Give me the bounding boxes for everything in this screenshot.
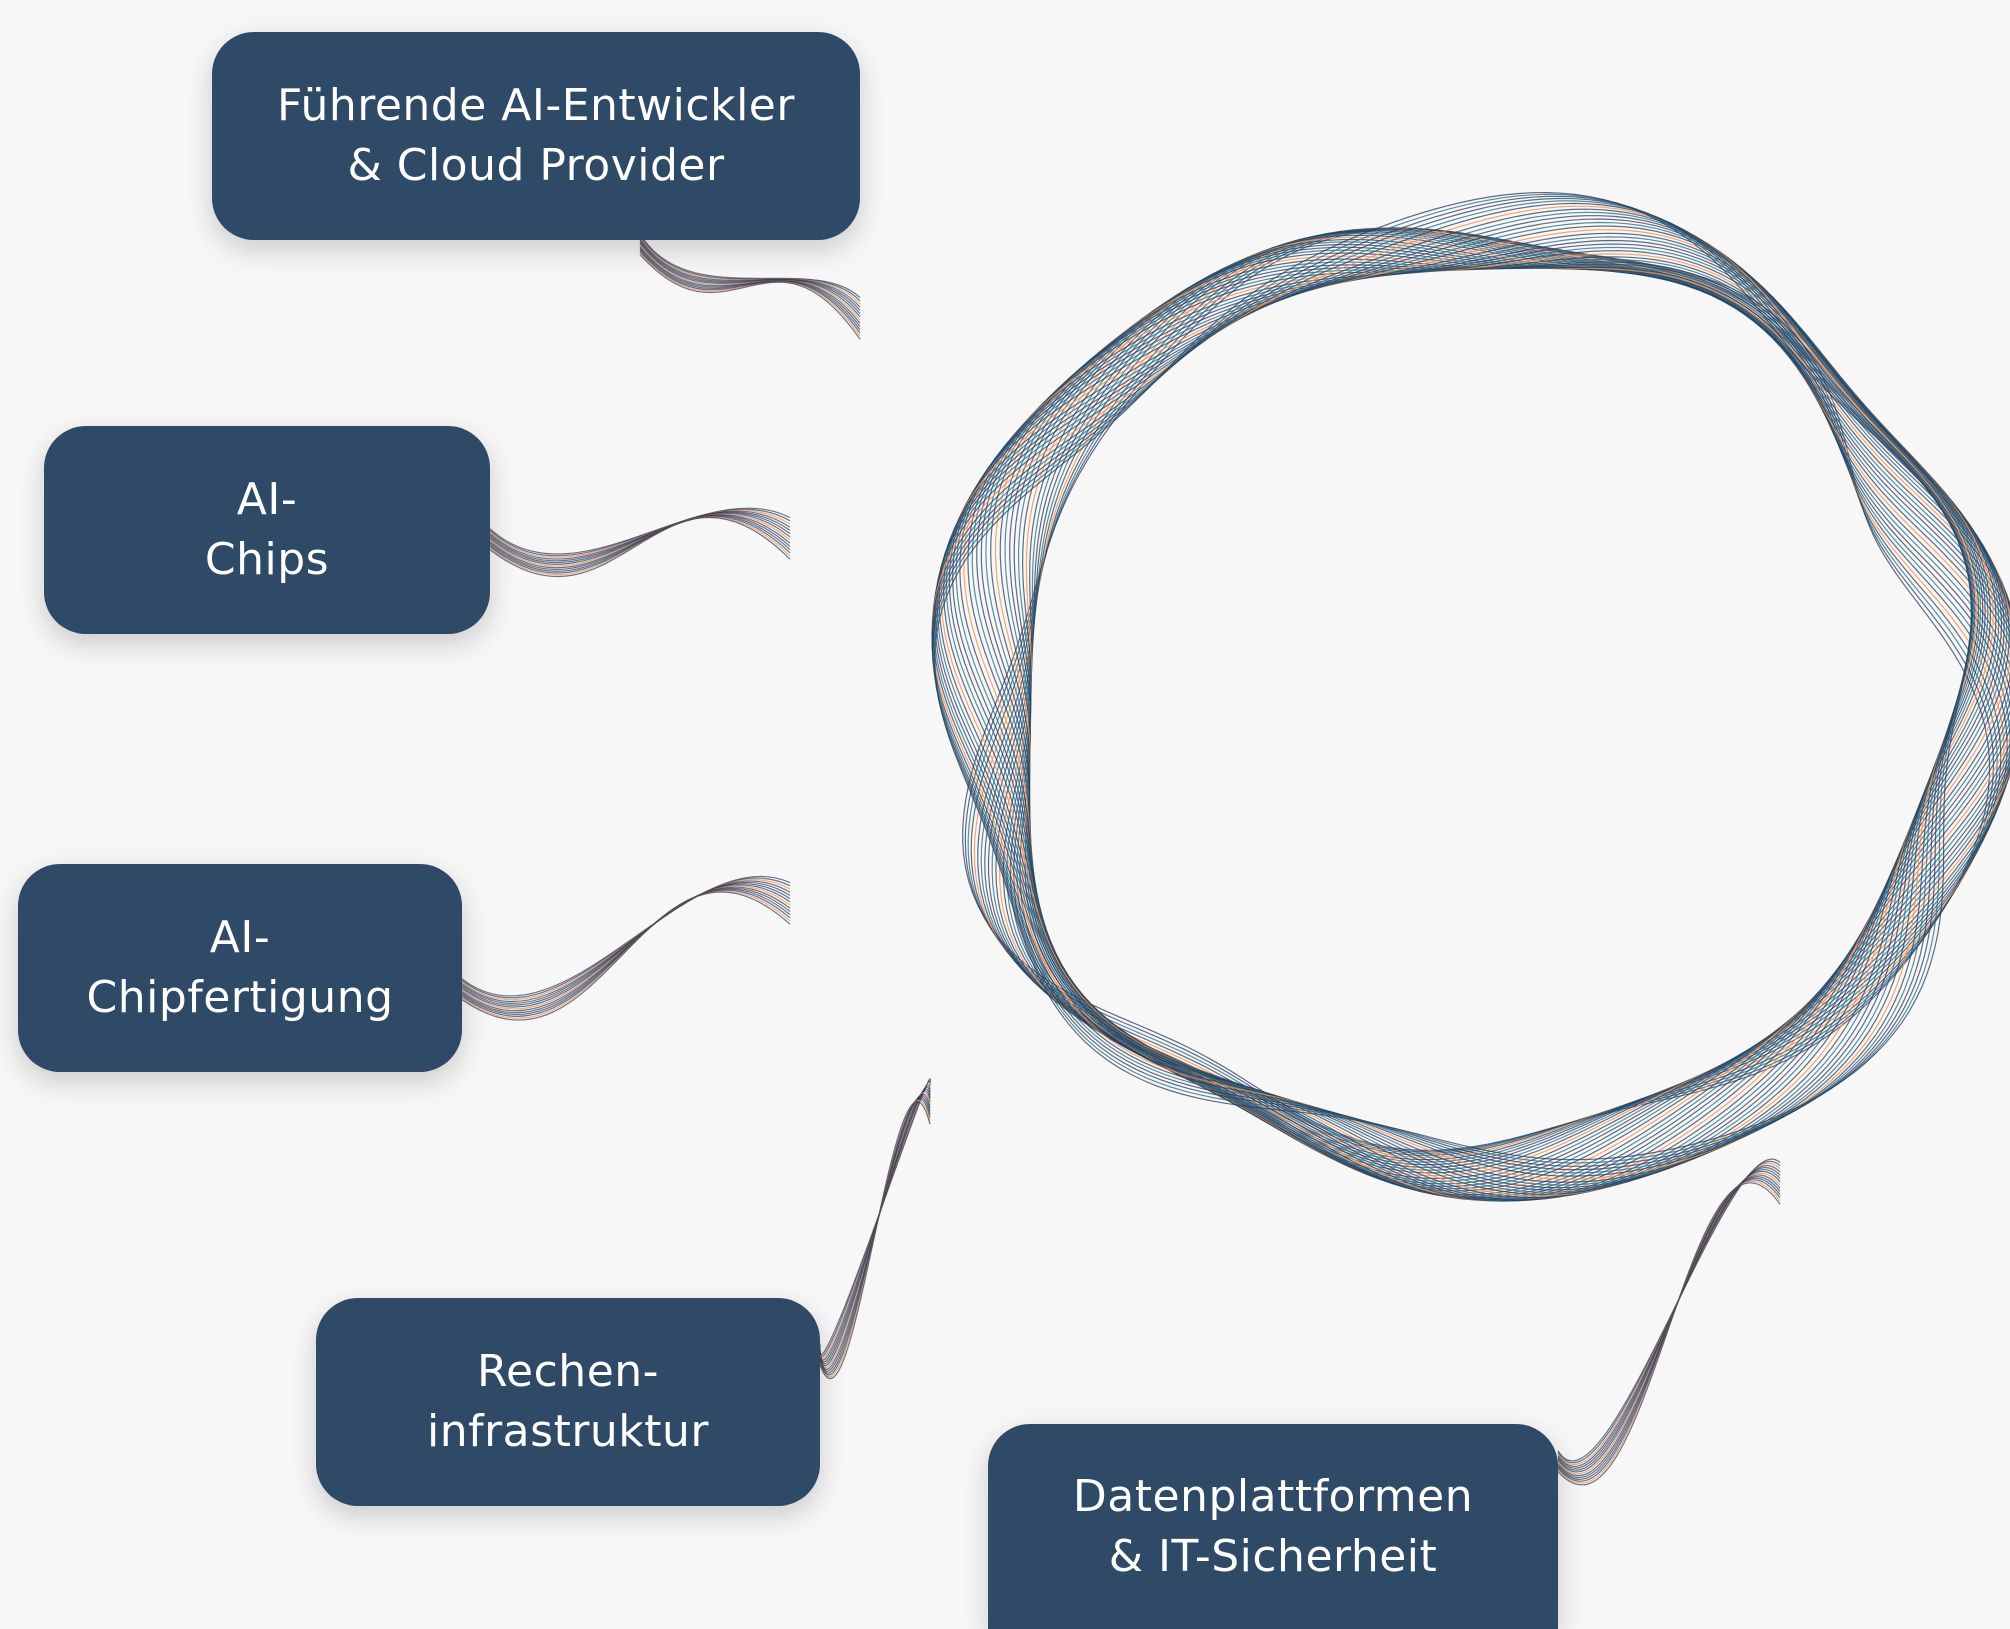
- ring-wave-line: [934, 191, 1973, 1161]
- ring-wave-line: [931, 202, 1976, 1177]
- node-label-line2: infrastruktur: [426, 1406, 709, 1457]
- ring-wave-line: [977, 228, 2008, 1161]
- ring-wave-line: [985, 261, 2010, 1198]
- ring-wave-line: [980, 263, 2010, 1199]
- connector-wave-line: [1557, 1182, 1781, 1486]
- node-data-platforms-it-security: Datenplattformen & IT-Sicherheit: [988, 1424, 1558, 1629]
- node-label-line1: Rechen-: [476, 1346, 660, 1397]
- connector-wave-line: [819, 1078, 931, 1355]
- connector-wave-line: [461, 877, 791, 999]
- ring-wave-line: [1009, 246, 2010, 1187]
- connector-wave-line: [461, 879, 791, 1000]
- connector-wave-line: [639, 241, 861, 314]
- connector-wave-line: [639, 247, 861, 327]
- ring-wave-line: [948, 239, 2003, 1201]
- connector-wave-line: [639, 239, 861, 311]
- node-leading-ai-developers-cloud: Führende AI-Entwickler & Cloud Provider: [212, 32, 860, 240]
- connector-wave-line: [639, 249, 861, 330]
- connector-wave-line: [461, 891, 791, 1021]
- connector-wave-line: [489, 516, 791, 578]
- node-label-line2: Chips: [204, 534, 330, 585]
- node-ai-chip-manufacturing: AI- Chipfertigung: [18, 864, 462, 1072]
- ring-wave-line: [999, 252, 2010, 1192]
- node-compute-infrastructure: Rechen- infrastruktur: [316, 1298, 820, 1506]
- ring-wave-line: [967, 256, 2010, 1202]
- ring-wave-line: [990, 258, 2010, 1196]
- node-label-line2: & IT-Sicherheit: [1108, 1530, 1438, 1582]
- connector-wave-line: [819, 1080, 931, 1357]
- node-label-line1: Führende AI-Entwickler: [277, 80, 795, 131]
- connector-wave-line: [1557, 1163, 1781, 1466]
- connector-wave-line: [639, 254, 861, 340]
- connector-wave-line: [1557, 1158, 1781, 1462]
- connector-wave-line: [819, 1101, 931, 1379]
- connector-wave-line: [1557, 1170, 1781, 1473]
- ring-wave-line: [1009, 243, 2010, 1185]
- ring-wave-line: [931, 200, 1975, 1174]
- ring-wave-line: [970, 227, 2002, 1156]
- node-label-line1: AI-: [209, 912, 271, 963]
- ring-wave-line: [971, 258, 2010, 1201]
- ring-wave-line: [943, 232, 1997, 1199]
- node-label-line1: AI-: [236, 474, 298, 525]
- connector-wave-line: [461, 880, 791, 1002]
- node-label-line2: Chipfertigung: [86, 972, 394, 1023]
- connector-wave-line: [639, 243, 861, 318]
- node-label-line2: & Cloud Provider: [347, 140, 725, 191]
- ring-wave-line: [976, 261, 2010, 1200]
- connector-wave-line: [1557, 1180, 1781, 1484]
- node-ai-chips: AI- Chips: [44, 426, 490, 634]
- ring-wave-line: [1006, 241, 2010, 1182]
- ring-wave-line: [973, 227, 2005, 1159]
- ring-wave-line: [1004, 249, 2010, 1190]
- connector-wave-line: [1557, 1161, 1781, 1464]
- connector-wave-line: [819, 1082, 931, 1359]
- ring-wave-line: [945, 236, 2000, 1200]
- connector-wave-line: [1557, 1179, 1781, 1482]
- connector-wave-line: [1557, 1165, 1781, 1467]
- ring-wave-line: [994, 255, 2010, 1194]
- ring-wave-line: [963, 253, 2010, 1202]
- ring-wave-line: [952, 243, 2005, 1202]
- connector-wave-line: [819, 1084, 931, 1361]
- node-label-line1: Datenplattformen: [1072, 1470, 1474, 1522]
